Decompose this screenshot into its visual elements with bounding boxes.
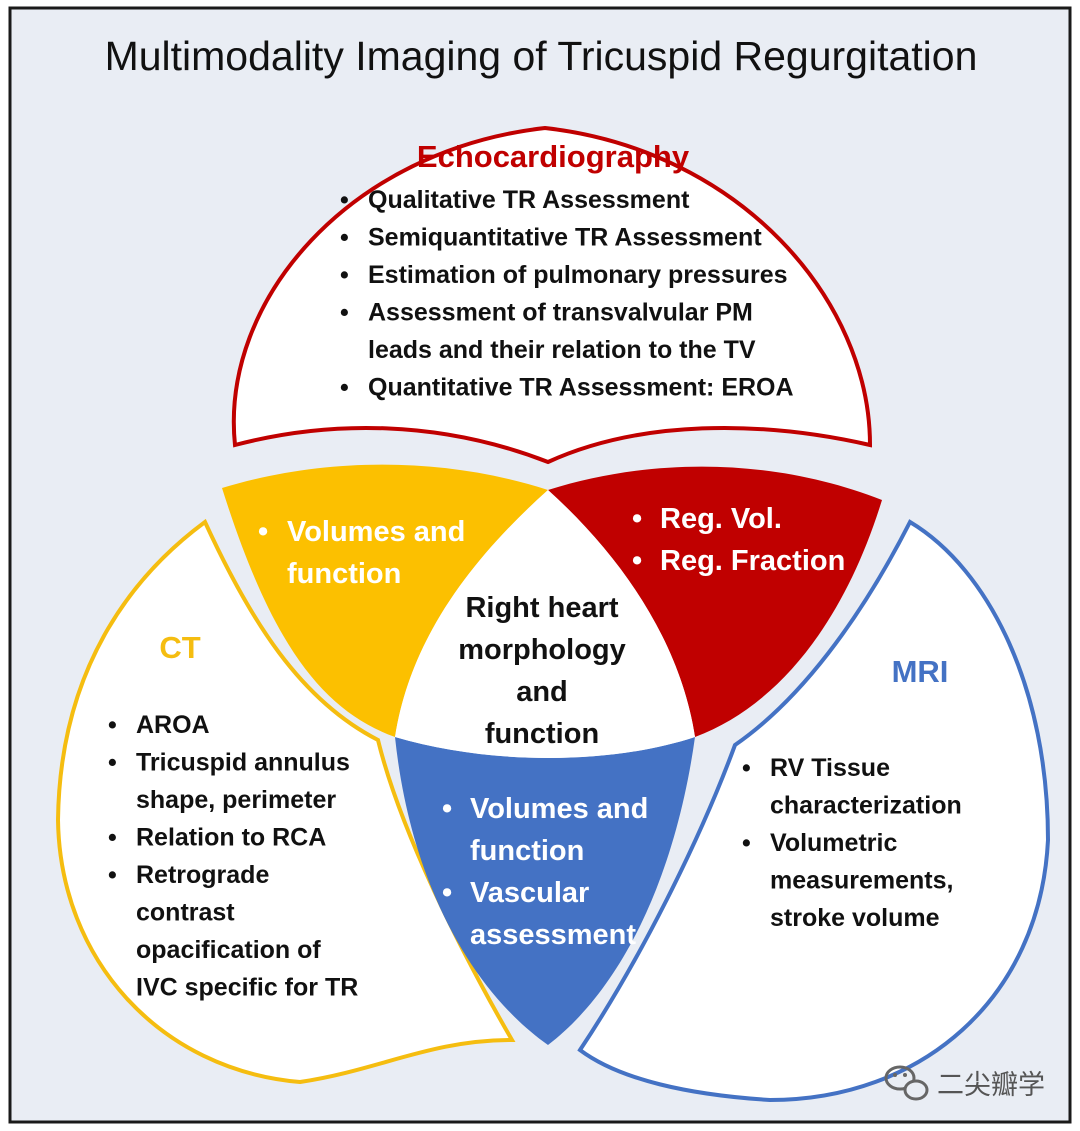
echo-item-line: leads and their relation to the TV <box>368 336 756 364</box>
echo-bullet: • <box>340 224 349 252</box>
echo-mri-item-line: Reg. Vol. <box>660 503 782 535</box>
echo-bullet: • <box>340 261 349 289</box>
echo-ct-overlap <box>222 464 548 737</box>
ct-mri-bullet-list: • Volumes and function • Vascular assessment <box>442 793 648 951</box>
ct-item-line: IVC specific for TR <box>136 974 358 1002</box>
echo-mri-bullet-list: • Reg. Vol. • Reg. Fraction <box>632 503 845 577</box>
ct-item-line: shape, perimeter <box>136 786 336 814</box>
center-text-line: function <box>485 718 599 750</box>
ct-lens <box>55 518 516 1085</box>
echo-ct-item-line: function <box>287 558 401 590</box>
ct-heading: CT <box>159 630 200 665</box>
mri-item-line: measurements, <box>770 867 953 895</box>
echo-item-line: Qualitative TR Assessment <box>368 186 690 214</box>
mri-bullet: • <box>742 754 751 782</box>
echo-item-line: Assessment of transvalvular PM <box>368 299 753 327</box>
echo-mri-bullet: • <box>632 503 642 535</box>
mri-heading: MRI <box>892 654 949 689</box>
echo-mri-item-line: Reg. Fraction <box>660 545 845 577</box>
echo-heading: Echocardiography <box>417 139 690 174</box>
ct-bullet-list: • AROA • Tricuspid annulus shape, perimeter •… <box>108 711 358 1002</box>
ct-mri-item-line: function <box>470 835 584 867</box>
echo-lens <box>231 125 873 465</box>
echo-mri-overlap <box>548 466 882 737</box>
ct-item-line: Relation to RCA <box>136 824 326 852</box>
ct-item-line: contrast <box>136 899 235 927</box>
ct-mri-item-line: Vascular <box>470 877 589 909</box>
ct-mri-item-line: Volumes and <box>470 793 648 825</box>
ct-bullet: • <box>108 749 117 777</box>
mri-item-line: stroke volume <box>770 904 940 932</box>
ct-bullet: • <box>108 861 117 889</box>
echo-ct-item-line: Volumes and <box>287 516 465 548</box>
watermark-text: 二尖瓣学 <box>937 1070 1045 1101</box>
ct-mri-item-line: assessment <box>470 919 636 951</box>
ct-item-line: Retrograde <box>136 861 269 889</box>
center-text: Right heart morphology and function <box>458 592 626 750</box>
ct-bullet: • <box>108 824 117 852</box>
mri-item-line: RV Tissue <box>770 754 890 782</box>
mri-item-line: Volumetric <box>770 829 897 857</box>
center-text-line: Right heart <box>465 592 618 624</box>
echo-bullet: • <box>340 186 349 214</box>
echo-bullet-list: • Qualitative TR Assessment • Semiquantitat… <box>340 186 794 402</box>
echo-item-line: Semiquantitative TR Assessment <box>368 224 762 252</box>
mri-bullet-list: • RV Tissue characterization • Volumetric mea… <box>742 754 962 932</box>
echo-bullet: • <box>340 299 349 327</box>
ct-mri-bullet: • <box>442 793 452 825</box>
center-text-line: and <box>516 676 568 708</box>
ct-item-line: opacification of <box>136 936 321 964</box>
center-text-line: morphology <box>458 634 626 666</box>
echo-bullet: • <box>340 374 349 402</box>
ct-item-line: Tricuspid annulus <box>136 749 350 777</box>
center-region <box>395 490 695 758</box>
mri-lens <box>577 519 1051 1103</box>
ct-mri-overlap <box>395 737 695 1045</box>
echo-item-line: Estimation of pulmonary pressures <box>368 261 788 289</box>
echo-ct-bullet: • <box>258 516 268 548</box>
mri-item-line: characterization <box>770 792 962 820</box>
echo-mri-bullet: • <box>632 545 642 577</box>
watermark: 二尖瓣学 <box>884 1065 1045 1101</box>
ct-bullet: • <box>108 711 117 739</box>
ct-mri-bullet: • <box>442 877 452 909</box>
wechat-icon <box>884 1065 929 1101</box>
echo-ct-bullet-list: • Volumes and function <box>258 516 465 590</box>
ct-item-line: AROA <box>136 711 210 739</box>
mri-bullet: • <box>742 829 751 857</box>
echo-item-line: Quantitative TR Assessment: EROA <box>368 374 794 402</box>
diagram-title: Multimodality Imaging of Tricuspid Regur… <box>105 33 978 79</box>
